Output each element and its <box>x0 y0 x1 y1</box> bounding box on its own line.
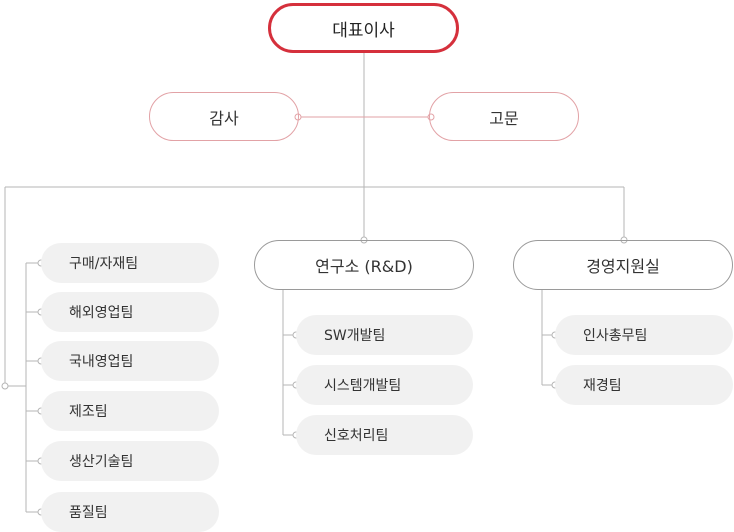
team-overseas-sales: 해외영업팀 <box>41 292 219 332</box>
team-sw-dev: SW개발팀 <box>296 315 473 355</box>
team-signal-processing: 신호처리팀 <box>296 415 473 455</box>
team-system-dev: 시스템개발팀 <box>296 365 473 405</box>
team-manufacturing: 제조팀 <box>41 391 219 431</box>
team-hr-admin: 인사총무팀 <box>555 315 733 355</box>
team-purchasing: 구매/자재팀 <box>41 243 219 283</box>
team-quality: 품질팀 <box>41 492 219 532</box>
team-production-tech: 생산기술팀 <box>41 441 219 481</box>
ceo-node: 대표이사 <box>268 3 459 53</box>
management-dept-node: 경영지원실 <box>513 240 733 290</box>
rnd-dept-node: 연구소 (R&D) <box>254 240 474 290</box>
connector-dot <box>1 382 9 390</box>
audit-node: 감사 <box>149 92 299 141</box>
consultant-node: 고문 <box>429 92 579 141</box>
team-domestic-sales: 국내영업팀 <box>41 341 219 381</box>
team-finance: 재경팀 <box>555 365 733 405</box>
